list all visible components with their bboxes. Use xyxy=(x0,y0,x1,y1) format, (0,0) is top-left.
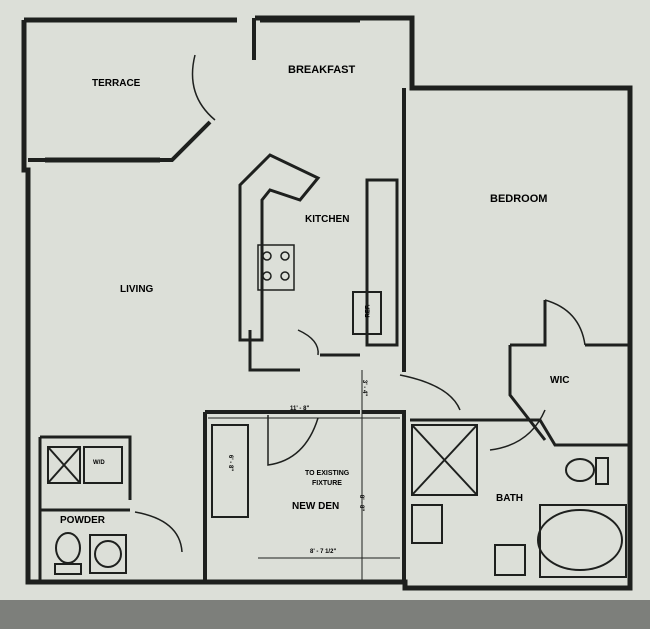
counter-right xyxy=(365,178,399,347)
dimension-hall: 3' - 4" xyxy=(361,379,368,397)
dimension-den-bottom: 8' - 7 1/2" xyxy=(310,549,337,555)
room-label-powder: POWDER xyxy=(60,515,105,526)
kitchen-counter xyxy=(238,153,321,342)
fixture-note-1: TO EXISTING xyxy=(305,470,350,477)
dimension-lines xyxy=(208,370,400,582)
door-swings xyxy=(134,54,586,553)
photo-edge xyxy=(0,600,650,629)
dimension-den-top: 11' - 8" xyxy=(290,406,310,412)
refrigerator xyxy=(352,291,382,335)
room-label-kitchen: KITCHEN xyxy=(305,214,350,225)
dimension-den-depth: 8' - 8" xyxy=(358,494,365,512)
stove-icon xyxy=(257,244,295,291)
room-label-wic: WIC xyxy=(550,375,570,386)
windows xyxy=(45,17,560,163)
washer-dryer-label: W/D xyxy=(93,460,105,466)
room-label-breakfast: BREAKFAST xyxy=(288,64,356,76)
dimension-closet: 6' - 8" xyxy=(227,454,234,472)
room-label-terrace: TERRACE xyxy=(92,78,141,89)
room-label-bedroom: BEDROOM xyxy=(490,193,548,205)
room-label-new-den: NEW DEN xyxy=(292,501,340,512)
room-label-living: LIVING xyxy=(120,284,154,295)
bath-fixtures xyxy=(47,424,627,578)
room-label-bath: BATH xyxy=(496,493,524,504)
fixture-note-2: FIXTURE xyxy=(312,480,342,487)
walls xyxy=(21,15,633,591)
refrigerator-label: REF. xyxy=(365,304,372,318)
